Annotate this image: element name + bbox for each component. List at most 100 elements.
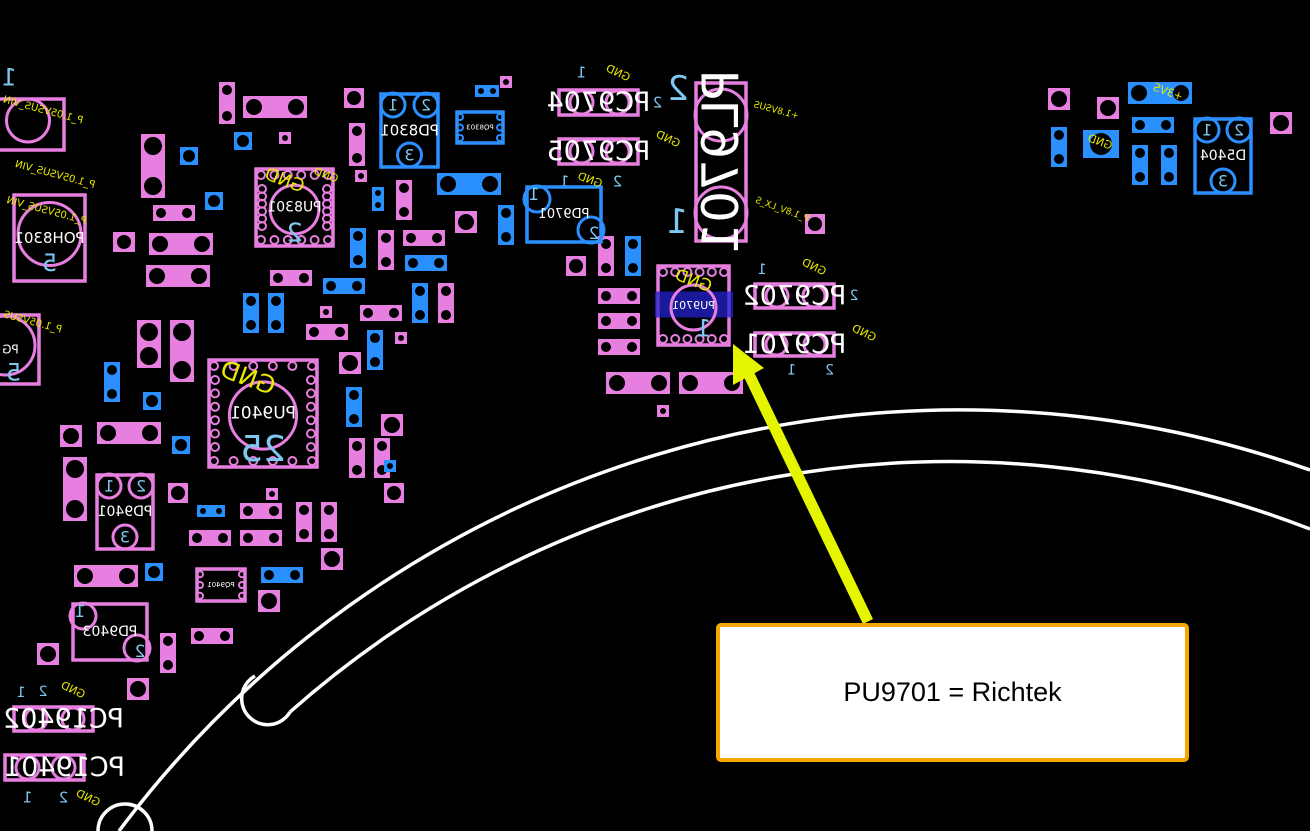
smd-part[interactable] [172, 436, 190, 454]
smd-part[interactable] [367, 330, 383, 370]
smd-part[interactable] [355, 170, 367, 182]
smd-part[interactable] [60, 425, 82, 447]
smd-part[interactable] [403, 230, 445, 246]
smd-part[interactable] [197, 505, 225, 517]
smd-part[interactable] [261, 567, 303, 583]
smd-part[interactable] [657, 405, 669, 417]
smd-part[interactable] [381, 414, 403, 436]
smd-part[interactable] [243, 96, 307, 118]
smd-part[interactable] [396, 180, 412, 220]
smd-part[interactable] [266, 488, 278, 500]
component-pq8303[interactable]: PQ8303 [455, 110, 505, 145]
smd-part[interactable] [1128, 82, 1192, 104]
smd-part[interactable] [455, 211, 477, 233]
smd-part[interactable] [205, 192, 223, 210]
smd-part[interactable] [346, 387, 362, 427]
smd-part[interactable] [180, 147, 198, 165]
smd-part[interactable] [104, 362, 120, 402]
smd-part[interactable] [219, 82, 235, 124]
smd-part[interactable] [191, 628, 233, 644]
smd-part[interactable] [1132, 145, 1148, 185]
smd-part[interactable] [234, 132, 252, 150]
smd-part[interactable] [598, 339, 640, 355]
smd-part[interactable] [296, 502, 312, 542]
smd-part[interactable] [1132, 117, 1174, 133]
smd-part[interactable] [606, 372, 670, 394]
smd-part[interactable] [378, 230, 394, 270]
smd-part[interactable] [146, 265, 210, 287]
smd-part[interactable] [1097, 97, 1119, 119]
smd-part[interactable] [323, 278, 365, 294]
smd-part[interactable] [268, 293, 284, 333]
smd-part[interactable] [153, 205, 195, 221]
smd-part[interactable] [321, 502, 337, 542]
smd-part[interactable] [306, 324, 348, 340]
smd-part[interactable] [160, 633, 176, 673]
smd-part[interactable] [625, 236, 641, 276]
smd-part[interactable] [240, 530, 282, 546]
component-unlabeled[interactable]: 1P_1.05VSUS_VIN [0, 64, 84, 152]
smd-part[interactable] [243, 293, 259, 333]
smd-part[interactable] [149, 233, 213, 255]
smd-part[interactable] [384, 460, 396, 472]
smd-part[interactable] [141, 134, 165, 198]
smd-part[interactable] [598, 236, 614, 276]
smd-part[interactable] [344, 88, 364, 108]
smd-part[interactable] [350, 228, 366, 268]
component-pq9401[interactable]: PQ9401 [195, 567, 247, 603]
smd-part[interactable] [1048, 88, 1070, 110]
smd-part[interactable] [320, 306, 332, 318]
smd-part[interactable] [805, 214, 825, 234]
smd-part[interactable] [1161, 145, 1177, 185]
smd-part[interactable] [679, 372, 743, 394]
smd-part[interactable] [566, 256, 586, 276]
smd-part[interactable] [279, 132, 291, 144]
smd-part[interactable] [395, 332, 407, 344]
smd-part[interactable] [145, 563, 163, 581]
smd-part[interactable] [37, 643, 59, 665]
smd-part[interactable] [137, 320, 161, 368]
smd-part[interactable] [258, 590, 280, 612]
smd-part[interactable] [475, 85, 499, 97]
smd-part[interactable] [500, 76, 512, 88]
smd-part[interactable] [1083, 130, 1119, 158]
smd-part[interactable] [339, 352, 361, 374]
smd-part[interactable] [598, 288, 640, 304]
smd-part[interactable] [270, 270, 312, 286]
smd-part[interactable] [405, 255, 447, 271]
smd-part[interactable] [384, 483, 404, 503]
smd-part[interactable] [63, 457, 87, 521]
smd-part[interactable] [168, 483, 188, 503]
smd-part[interactable] [412, 283, 428, 323]
smd-part[interactable] [438, 283, 454, 323]
smd-part[interactable] [170, 320, 194, 382]
smd-part[interactable] [598, 313, 640, 329]
smd-part[interactable] [74, 565, 138, 587]
smd-part[interactable] [437, 173, 501, 195]
smd-part[interactable] [321, 548, 343, 570]
smd-part[interactable] [97, 422, 161, 444]
smd-part[interactable] [349, 438, 365, 478]
smd-part[interactable] [143, 392, 161, 410]
smd-part[interactable] [360, 305, 402, 321]
smd-part[interactable] [498, 205, 514, 245]
smd-part[interactable] [1270, 112, 1292, 134]
smd-part[interactable] [1051, 127, 1067, 167]
smd-part[interactable] [240, 503, 282, 519]
